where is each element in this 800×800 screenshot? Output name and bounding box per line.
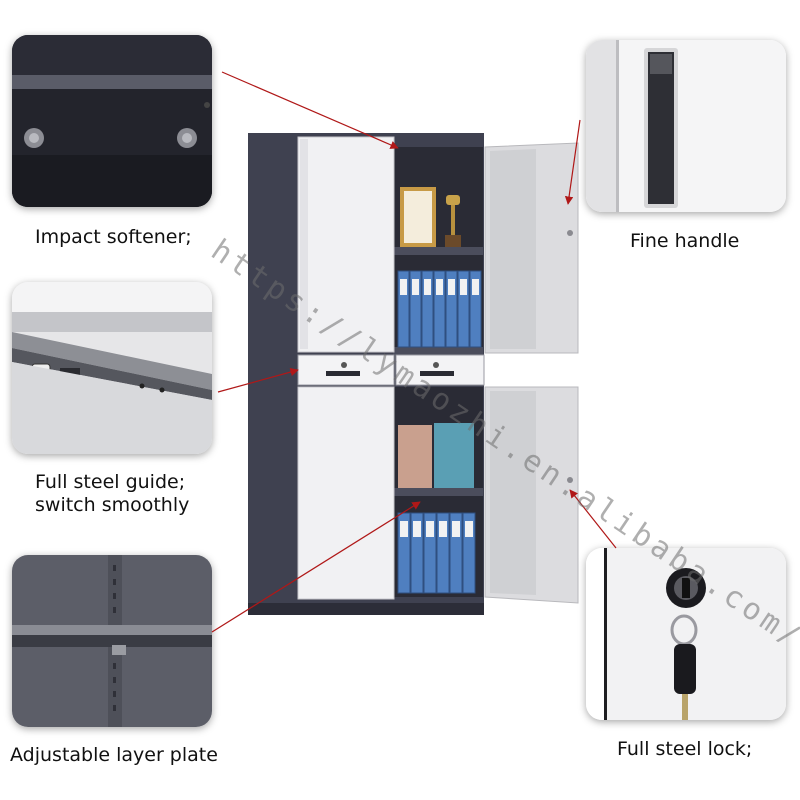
steel-guide-photo bbox=[12, 282, 212, 454]
layer-plate-photo bbox=[12, 555, 212, 727]
steel-lock-photo bbox=[586, 548, 786, 720]
fine-handle-caption: Fine handle bbox=[630, 230, 740, 252]
impact-softener-caption: Impact softener; bbox=[35, 226, 192, 248]
steel-lock-caption: Full steel lock; bbox=[617, 738, 753, 760]
fine-handle-photo bbox=[586, 40, 786, 212]
cabinet-photo bbox=[248, 133, 579, 615]
steel-guide-caption-2: switch smoothly bbox=[35, 494, 190, 516]
steel-guide-caption-1: Full steel guide; bbox=[35, 471, 186, 493]
layer-plate-caption: Adjustable layer plate bbox=[10, 744, 218, 766]
impact-softener-photo bbox=[12, 35, 212, 207]
